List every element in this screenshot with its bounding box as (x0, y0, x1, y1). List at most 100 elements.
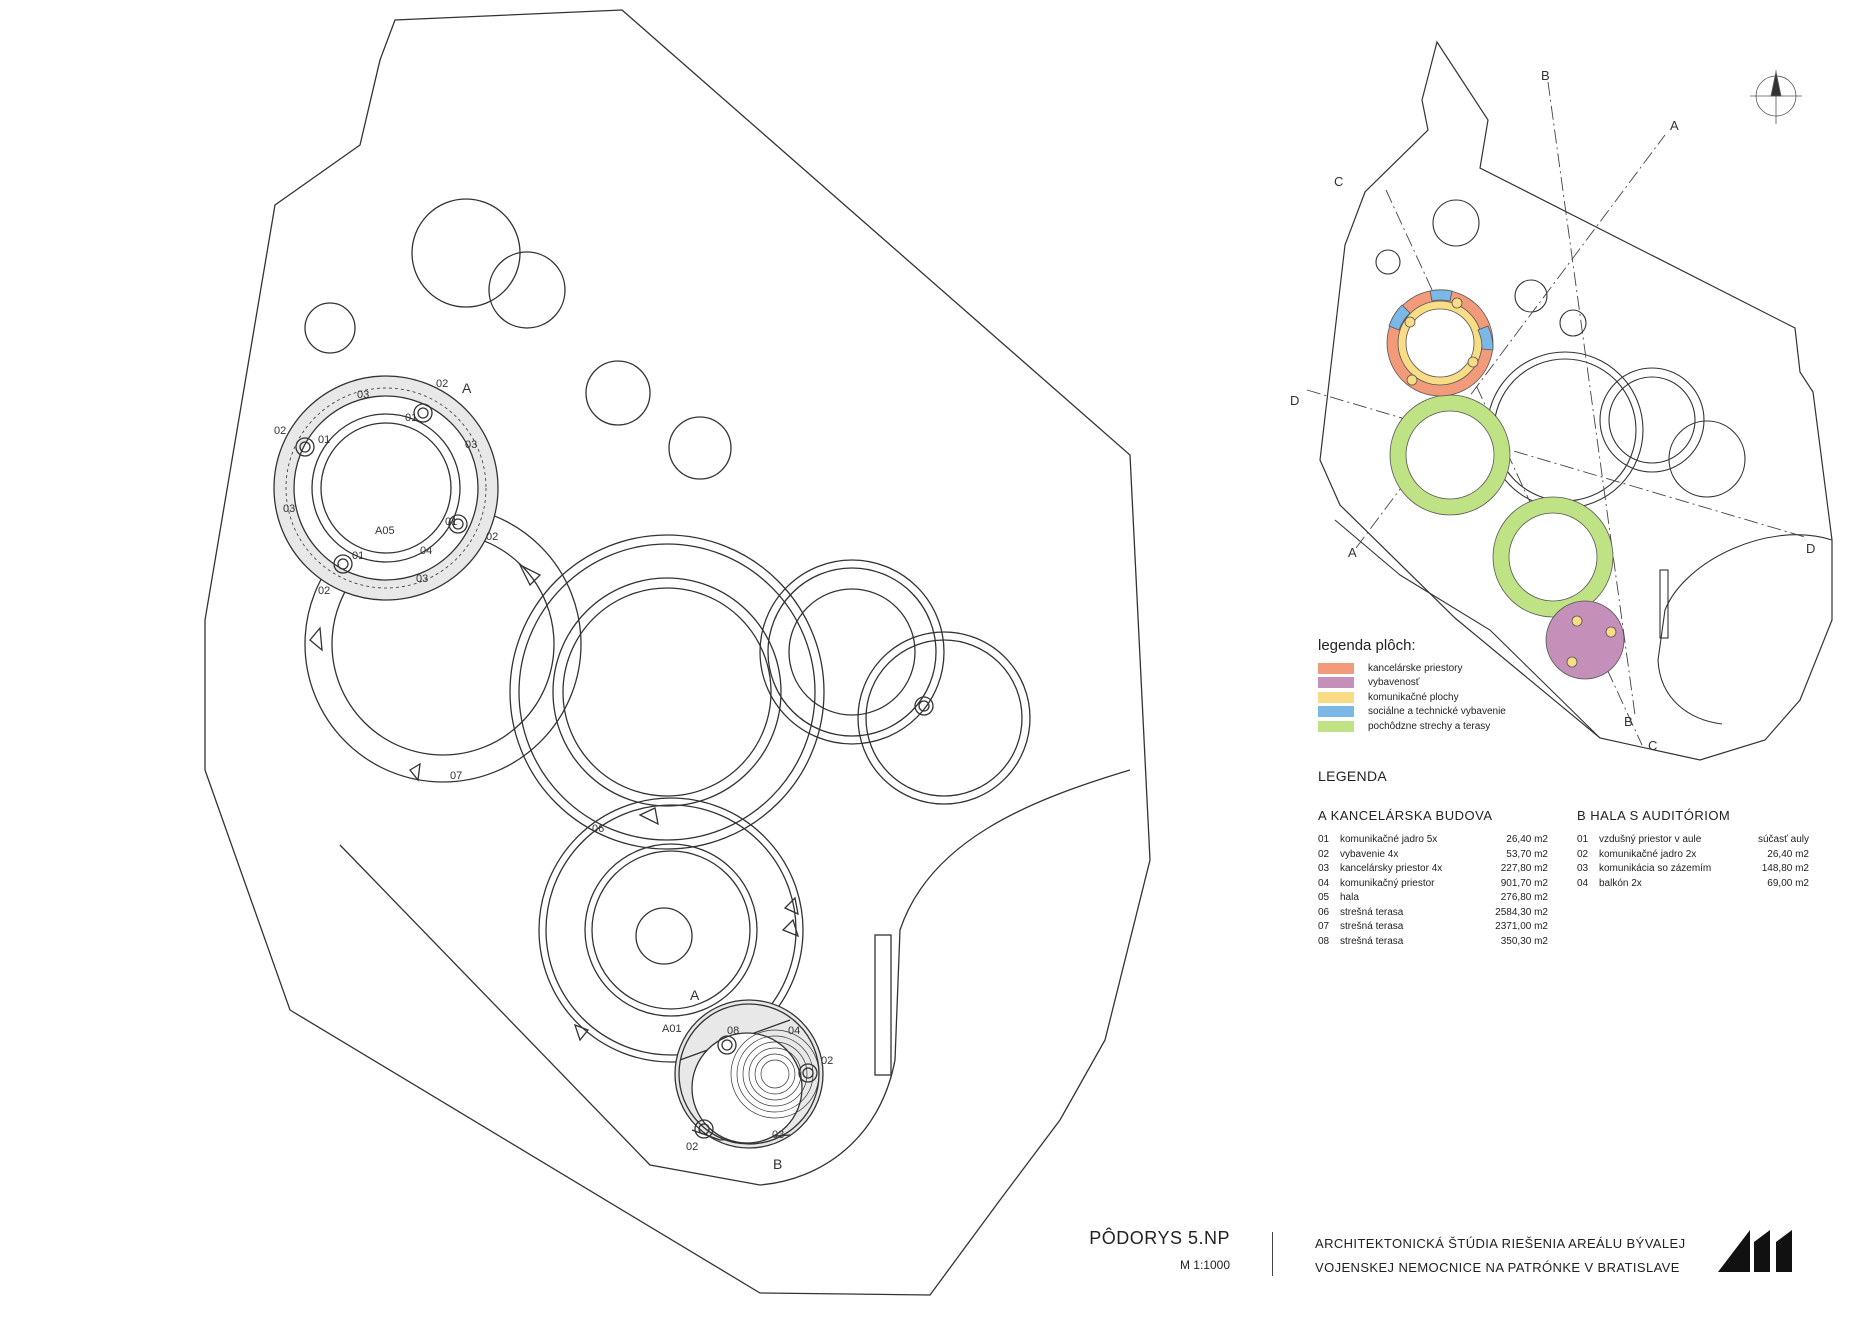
plan-code: A05 (375, 525, 395, 537)
legend-row-label: strešná terasa (1340, 906, 1404, 918)
legend-row-value: 2584,30 m2 (1495, 906, 1548, 918)
legend-label: sociálne a technické vybavenie (1368, 706, 1506, 717)
plan-code: 02 (436, 378, 448, 390)
plan-code: 04 (420, 545, 432, 557)
road-edge (339, 769, 1131, 1186)
legend-swatch (1318, 691, 1354, 703)
legend-row-label: vybavenie 4x (1340, 848, 1399, 860)
legend-swatch (1318, 706, 1354, 717)
plan-code: 03 (416, 573, 428, 585)
legend-row-number: 03 (1577, 863, 1589, 874)
plan-code: 01 (445, 516, 457, 528)
legend-row-label: komunikácia so zázemím (1599, 863, 1712, 874)
legend-row-value: 350,30 m2 (1500, 935, 1548, 947)
section-label-d: D (1806, 541, 1815, 556)
legend-row-label: strešná terasa (1340, 935, 1404, 947)
legend-swatch (1318, 677, 1354, 688)
area-rings (1386, 289, 1625, 680)
plan-code: 03 (465, 439, 477, 451)
section-label-b: B (1541, 68, 1550, 83)
area-legend-item: komunikačné plochy (1318, 691, 1459, 703)
legend-row-value: 276,80 m2 (1500, 892, 1548, 903)
area-legend-item: sociálne a technické vybavenie (1318, 706, 1506, 718)
legend-row-number: 04 (1577, 877, 1589, 889)
section-label-b: B (1624, 714, 1633, 729)
plan-code: 07 (450, 770, 462, 782)
drawing-title: PÔDORYS 5.NP (1089, 1228, 1230, 1248)
legend-row-number: 07 (1318, 921, 1330, 932)
section-label-a: A (1348, 545, 1357, 560)
section-label-c: C (1334, 174, 1343, 189)
plan-code: A01 (662, 1023, 682, 1035)
legend-row-value: 26,40 m2 (1767, 848, 1809, 860)
plan-code: 02 (821, 1055, 833, 1067)
legend-row-number: 02 (1318, 848, 1330, 860)
section-b-title: B HALA S AUDITÓRIOM (1577, 808, 1731, 823)
plan-code: 03 (357, 389, 369, 401)
legend-row-number: 06 (1318, 906, 1330, 918)
section-label-a: A (1670, 118, 1679, 133)
title-separator (1272, 1232, 1273, 1276)
legend-row-number: 05 (1318, 892, 1330, 903)
project-title-line-1: ARCHITEKTONICKÁ ŠTÚDIA RIEŠENIA AREÁLU B… (1315, 1236, 1686, 1251)
legend-label: vybavenosť (1368, 677, 1420, 688)
legend-table-row: 03 komunikácia so zázemím 148,80 m2 (1577, 863, 1809, 877)
legenda-heading: LEGENDA (1318, 768, 1388, 784)
site-plan-boundary (1319, 40, 1833, 761)
legend-table-row: 06 strešná terasa 2584,30 m2 (1318, 907, 1548, 921)
legend-row-label: hala (1340, 892, 1359, 903)
legend-row-number: 03 (1318, 863, 1330, 874)
legend-label: pochôdzne strechy a terasy (1368, 720, 1491, 732)
plan-code: 02 (318, 585, 330, 597)
legend-table-row: 02 komunikačné jadro 2x 26,40 m2 (1577, 849, 1809, 863)
legend-table-row: 05 hala 276,80 m2 (1318, 892, 1548, 906)
plan-code: 03 (283, 503, 295, 515)
section-label-d: D (1290, 393, 1299, 408)
plan-label-b-bottom: B (773, 1156, 782, 1172)
legend-row-label: komunikačné jadro 2x (1599, 848, 1697, 860)
project-title-line-2: VOJENSKEJ NEMOCNICE NA PATRÓNKE V BRATIS… (1315, 1260, 1680, 1275)
legend-label: komunikačné plochy (1368, 691, 1459, 703)
legend-row-value: 901,70 m2 (1500, 877, 1548, 889)
legend-row-label: balkón 2x (1599, 877, 1642, 889)
legend-row-label: kancelársky priestor 4x (1340, 863, 1443, 874)
plan-label-a-top: A (462, 380, 472, 396)
area-legend-title: legenda plôch: (1318, 637, 1416, 654)
legend-row-label: vzdušný priestor v aule (1599, 834, 1702, 845)
legend-swatch (1318, 720, 1354, 732)
legend-row-value: 26,40 m2 (1506, 834, 1548, 845)
plan-label-a-bottom: A (690, 987, 700, 1003)
legend-row-label: strešná terasa (1340, 921, 1404, 932)
plan-code: 04 (788, 1025, 800, 1037)
legend-row-value: 2371,00 m2 (1495, 921, 1548, 932)
legend-table-row: 02 vybavenie 4x 53,70 m2 (1318, 849, 1548, 863)
area-legend-item: pochôdzne strechy a terasy (1318, 720, 1490, 732)
legend-label: kancelárske priestory (1368, 662, 1463, 674)
plan-code: 01 (405, 412, 417, 424)
area-legend-item: kancelárske priestory (1318, 662, 1462, 674)
plan-code: 02 (274, 425, 286, 437)
legend-row-number: 01 (1577, 834, 1589, 845)
legend-row-label: komunikačné jadro 5x (1340, 834, 1438, 845)
legend-row-value: 69,00 m2 (1767, 877, 1809, 889)
plan-code: 03 (772, 1129, 784, 1141)
plan-code: 02 (686, 1141, 698, 1153)
plan-code: 02 (486, 531, 498, 543)
legend-table-row: 07 strešná terasa 2371,00 m2 (1318, 921, 1548, 935)
legend-row-value: súčasť auly (1758, 834, 1809, 845)
legend-table-row: 04 balkón 2x 69,00 m2 (1577, 878, 1809, 892)
legend-row-number: 02 (1577, 848, 1589, 860)
section-a-title: A KANCELÁRSKA BUDOVA (1318, 808, 1493, 823)
section-label-c: C (1648, 738, 1657, 753)
legend-row-value: 148,80 m2 (1761, 863, 1809, 874)
north-arrow-icon (1750, 70, 1802, 124)
plan-code: 01 (318, 434, 330, 446)
legend-swatch (1318, 662, 1354, 674)
legend-row-value: 53,70 m2 (1506, 848, 1548, 860)
site-boundary (204, 9, 1151, 1296)
